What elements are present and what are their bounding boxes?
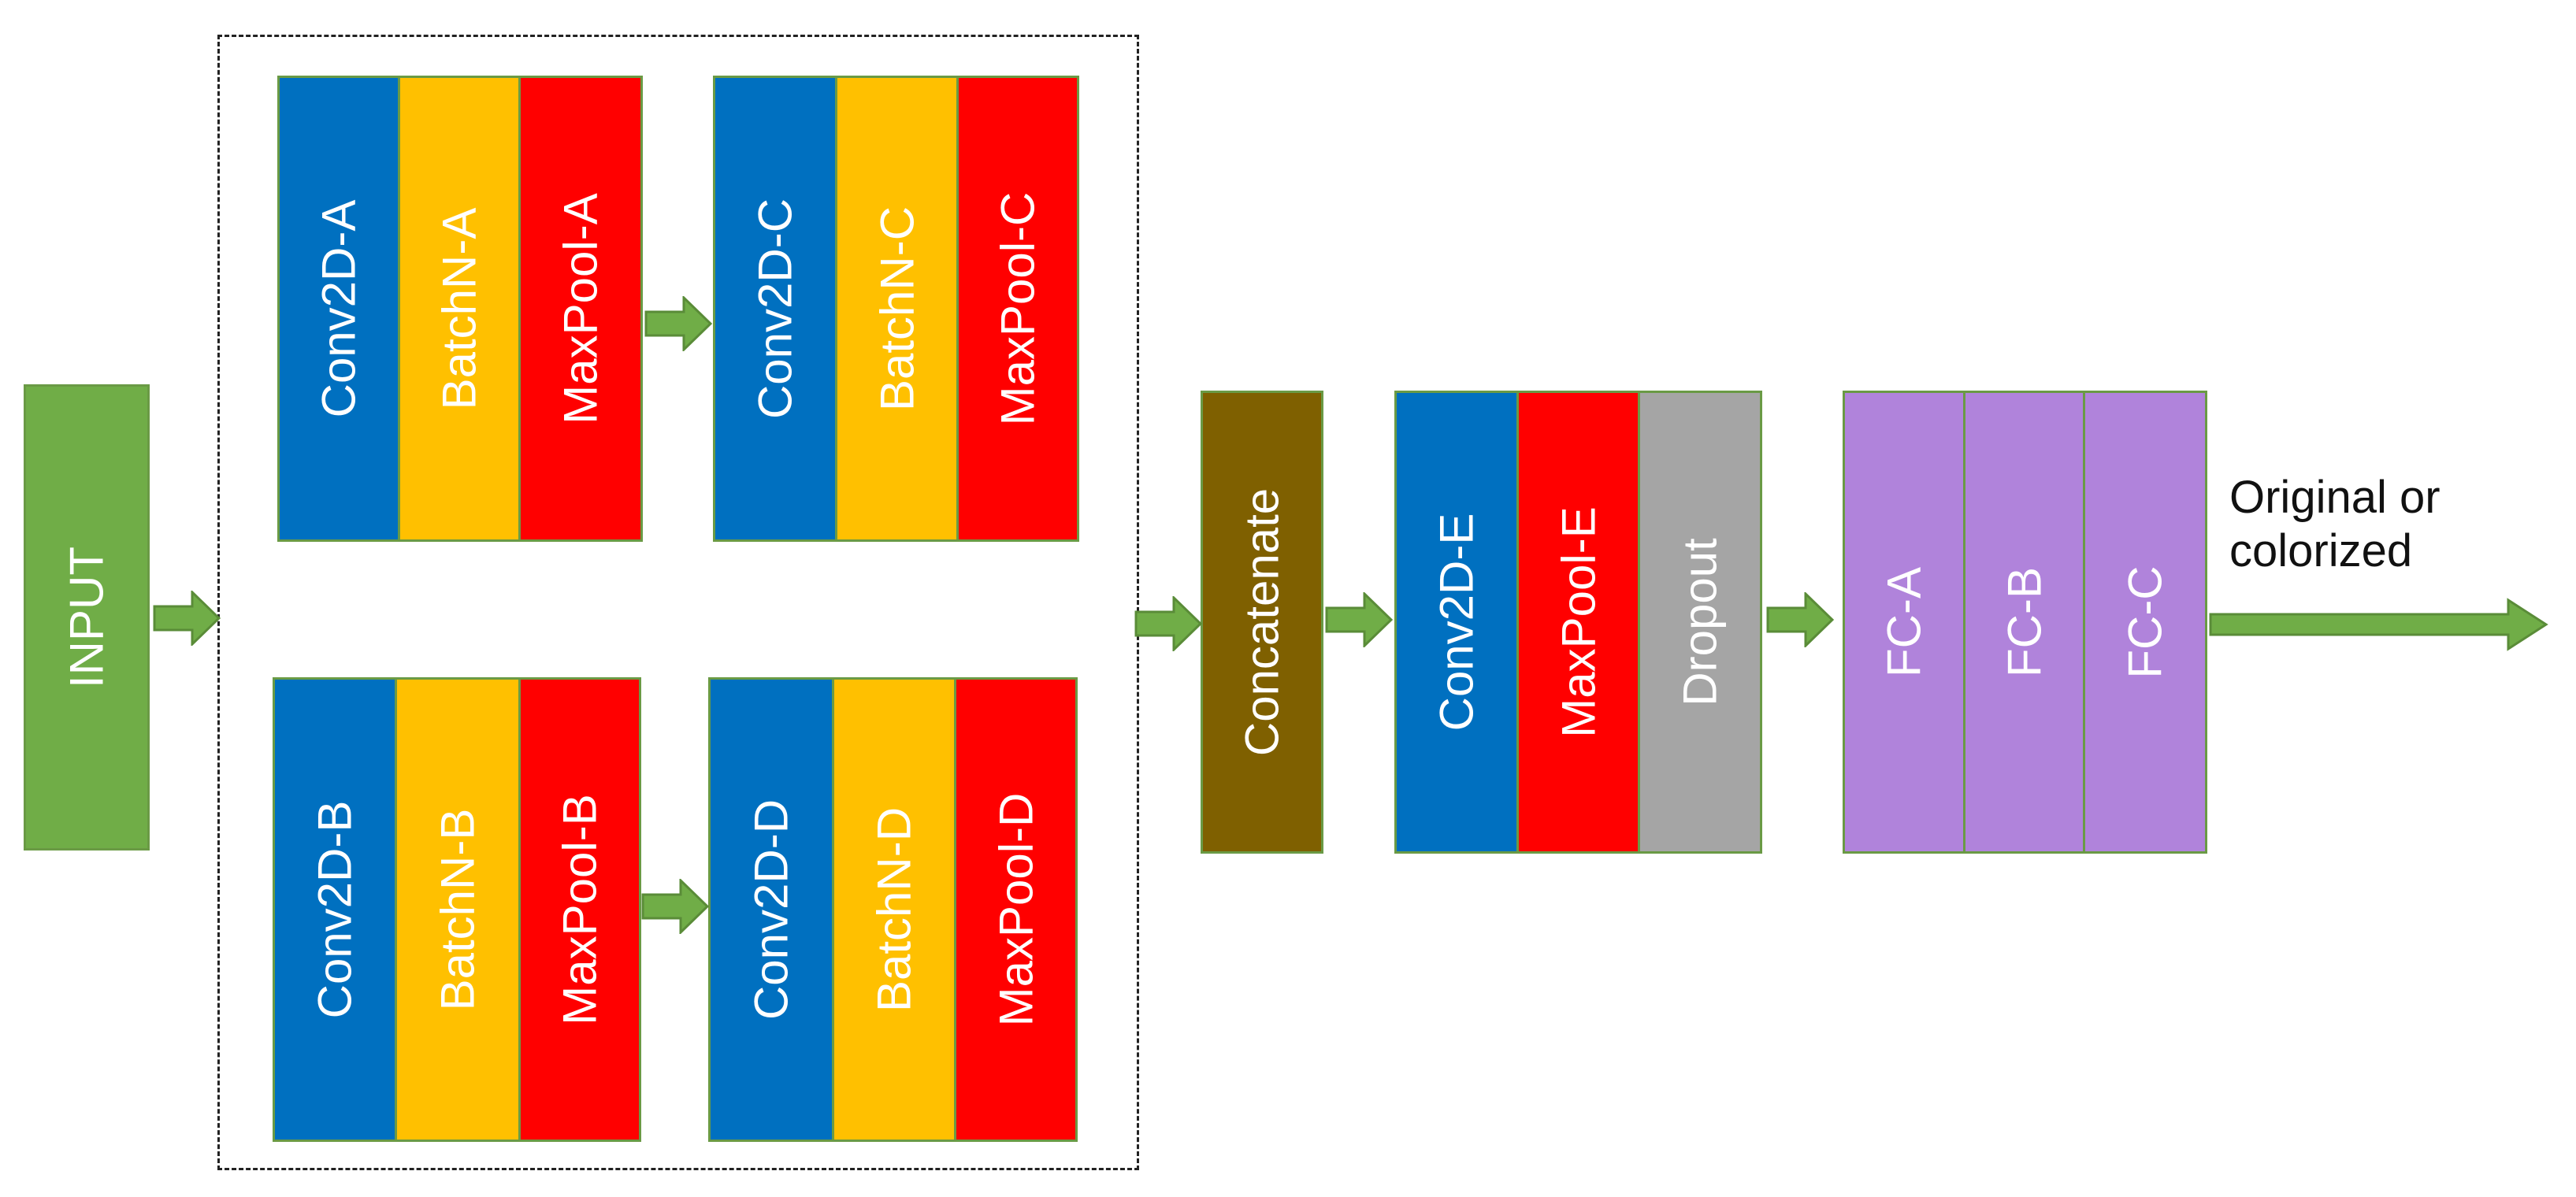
conv2d-c-block: Conv2D-C: [713, 76, 837, 542]
batchn-d-label: BatchN-D: [867, 806, 921, 1013]
output-label: Original or colorized: [2229, 471, 2441, 578]
batchn-a-label: BatchN-A: [432, 207, 486, 410]
batchn-d-block: BatchN-D: [832, 677, 956, 1142]
fc-a-label: FC-A: [1877, 567, 1931, 677]
conv2d-d-label: Conv2D-D: [744, 799, 798, 1021]
conv2d-d-block: Conv2D-D: [708, 677, 834, 1142]
conv2d-c-label: Conv2D-C: [748, 198, 802, 420]
maxpool-a-block: MaxPool-A: [518, 76, 643, 542]
conv2d-b-label: Conv2D-B: [308, 800, 362, 1019]
fc-c-block: FC-C: [2083, 391, 2207, 854]
batchn-b-label: BatchN-B: [431, 808, 484, 1011]
fc-b-label: FC-B: [1998, 567, 2051, 677]
batchn-a-block: BatchN-A: [398, 76, 521, 542]
maxpool-c-block: MaxPool-C: [956, 76, 1079, 542]
maxpool-d-label: MaxPool-D: [989, 792, 1042, 1027]
conv2d-e-block: Conv2D-E: [1394, 391, 1519, 854]
maxpool-b-block: MaxPool-B: [518, 677, 641, 1142]
arrow-group-to-concatenate: [1134, 596, 1202, 651]
input-block: INPUT: [24, 384, 150, 850]
fc-c-label: FC-C: [2118, 565, 2172, 679]
maxpool-e-label: MaxPool-E: [1552, 506, 1605, 738]
conv2d-a-block: Conv2D-A: [277, 76, 400, 542]
maxpool-d-block: MaxPool-D: [954, 677, 1078, 1142]
maxpool-a-label: MaxPool-A: [554, 193, 607, 424]
batchn-b-block: BatchN-B: [395, 677, 521, 1142]
arrow-b-to-d: [641, 879, 709, 934]
batchn-c-label: BatchN-C: [870, 206, 923, 412]
dropout-block: Dropout: [1638, 391, 1762, 854]
maxpool-b-label: MaxPool-B: [553, 794, 607, 1025]
input-label: INPUT: [60, 547, 113, 688]
batchn-c-block: BatchN-C: [835, 76, 959, 542]
dropout-label: Dropout: [1673, 538, 1727, 706]
parallel-branches-group: [217, 35, 1139, 1170]
conv2d-b-block: Conv2D-B: [273, 677, 397, 1142]
arrow-a-to-c: [644, 296, 712, 351]
maxpool-c-label: MaxPool-C: [991, 191, 1045, 426]
maxpool-e-block: MaxPool-E: [1516, 391, 1640, 854]
conv2d-a-label: Conv2D-A: [312, 199, 366, 418]
output-label-line1: Original or: [2229, 472, 2441, 523]
fc-a-block: FC-A: [1843, 391, 1965, 854]
conv2d-e-label: Conv2D-E: [1430, 513, 1483, 732]
arrow-dropout-to-fc: [1766, 592, 1834, 647]
output-label-line2: colorized: [2229, 524, 2413, 576]
concatenate-label: Concatenate: [1235, 487, 1289, 757]
fc-b-block: FC-B: [1963, 391, 2085, 854]
concatenate-block: Concatenate: [1201, 391, 1323, 854]
arrow-fc-to-output: [2209, 598, 2548, 651]
arrow-concatenate-to-conv2d-e: [1325, 592, 1393, 647]
arrow-input-to-group: [153, 591, 221, 646]
